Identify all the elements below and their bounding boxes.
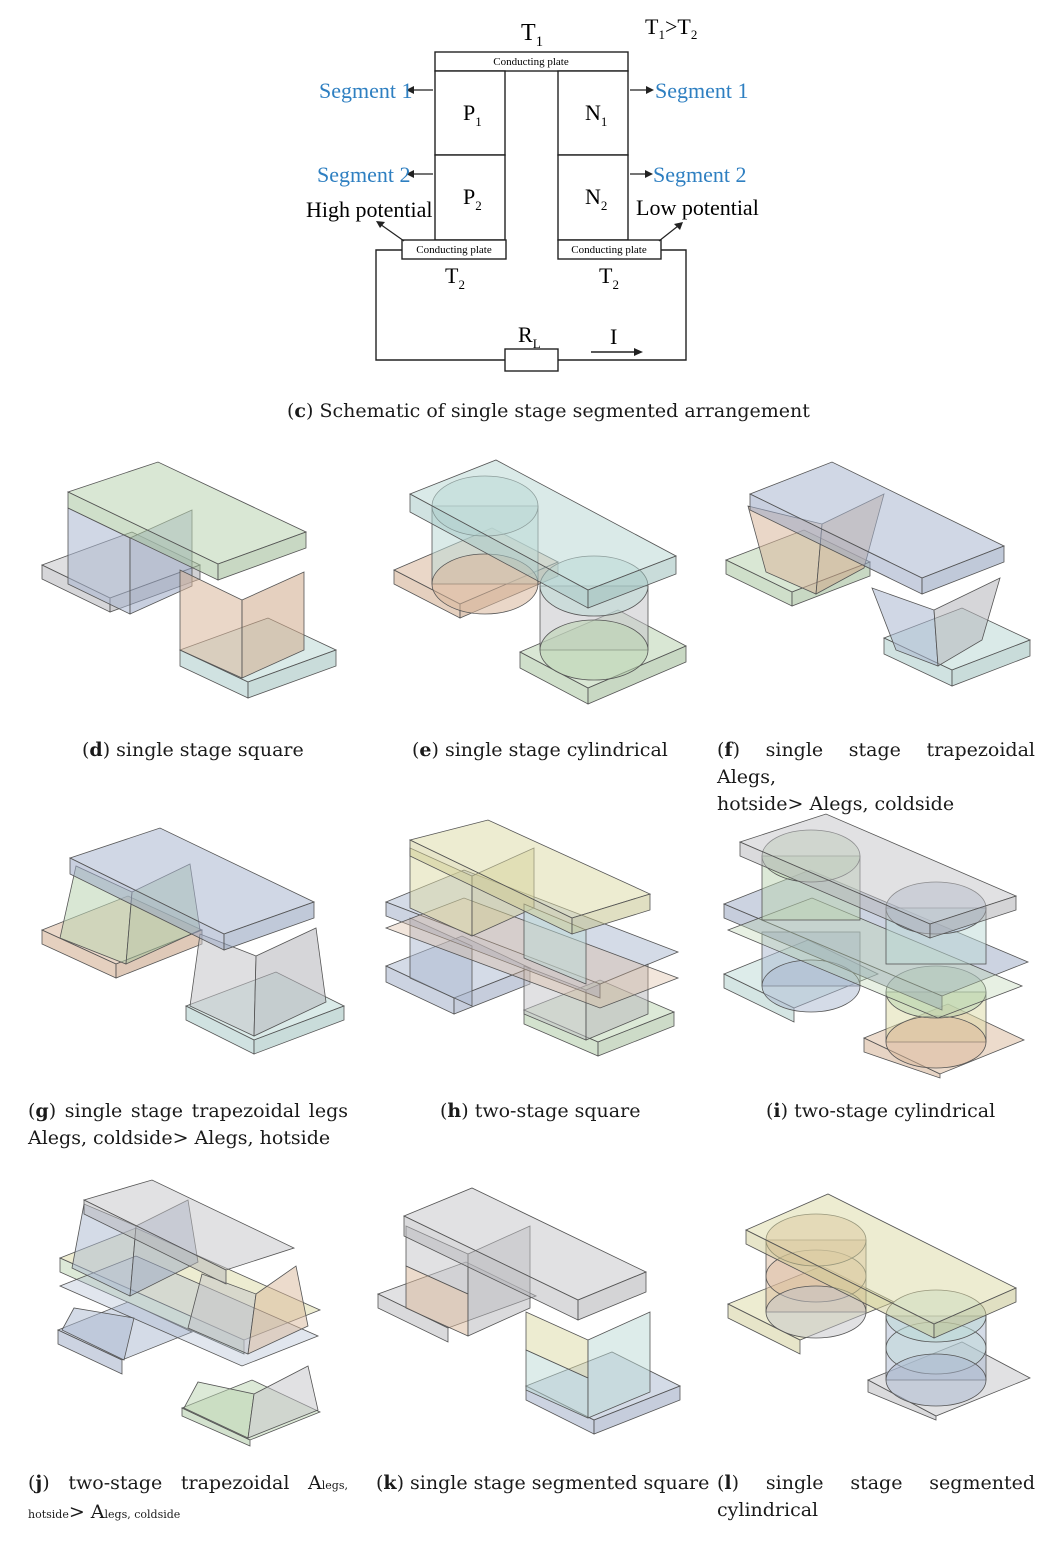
t2-left-label: T2 — [445, 263, 465, 292]
rl-label: RL — [518, 322, 541, 351]
t2-right-label: T2 — [599, 263, 619, 292]
n1-label: N1 — [585, 100, 607, 129]
segment2-left-label: Segment 2 — [317, 162, 411, 187]
diagram-two-stage-cylindrical — [722, 813, 1030, 1079]
top-conducting-plate — [434, 51, 629, 72]
caption-c: (c) Schematic of single stage segmented … — [287, 400, 810, 422]
segment1-right-label: Segment 1 — [655, 78, 749, 103]
caption-d: (d) single stage square — [82, 739, 304, 761]
p2-label: P2 — [463, 184, 482, 213]
current-label: I — [610, 324, 617, 349]
high-potential-label: High potential — [306, 197, 432, 222]
segment1-left-label: Segment 1 — [319, 78, 413, 103]
low-potential-label: Low potential — [636, 195, 759, 220]
top-plate-label: Conducting plate — [493, 56, 569, 68]
diagram-single-stage-cylindrical — [393, 459, 687, 705]
diagram-two-stage-square — [384, 819, 680, 1057]
left-plate-label: Conducting plate — [416, 244, 492, 256]
thermoelectric-schematic: Conducting plate T1 T1>T2 P1 P2 N1 N2 Co… — [306, 14, 759, 372]
n1-segment — [557, 70, 629, 156]
caption-f: (f) single stage trapezoidal Alegs, hots… — [717, 739, 1035, 815]
caption-e: (e) single stage cylindrical — [412, 739, 668, 761]
circuit-wire — [375, 249, 505, 361]
caption-j: (j) two-stage trapezoidal Alegs, hotside… — [28, 1472, 348, 1523]
segment2-right-label: Segment 2 — [653, 162, 747, 187]
diagram-single-stage-square — [40, 461, 338, 699]
p1-segment — [434, 70, 506, 156]
t1-label: T1 — [521, 20, 543, 50]
p1-label: P1 — [463, 100, 482, 129]
caption-g: (g) single stage trapezoidal legs Alegs,… — [28, 1100, 348, 1149]
caption-l: (l) single stage segmented cylindrical — [717, 1472, 1035, 1521]
caption-k: (k) single stage segmented square — [376, 1472, 710, 1494]
p2-segment — [434, 154, 506, 241]
n2-segment — [557, 154, 629, 241]
diagram-two-stage-trapezoidal — [56, 1179, 322, 1447]
right-plate-label: Conducting plate — [571, 244, 647, 256]
diagram-single-stage-trapezoidal-g — [40, 827, 345, 1055]
diagram-single-stage-segmented-cylindrical — [727, 1193, 1031, 1421]
n2-label: N2 — [585, 184, 607, 213]
caption-i: (i) two-stage cylindrical — [766, 1100, 996, 1122]
load-resistor — [504, 348, 559, 372]
caption-h: (h) two-stage square — [440, 1100, 641, 1122]
diagram-single-stage-segmented-square — [376, 1187, 681, 1435]
temperature-relation: T1>T2 — [645, 14, 697, 42]
diagram-single-stage-trapezoidal-f — [724, 461, 1032, 687]
